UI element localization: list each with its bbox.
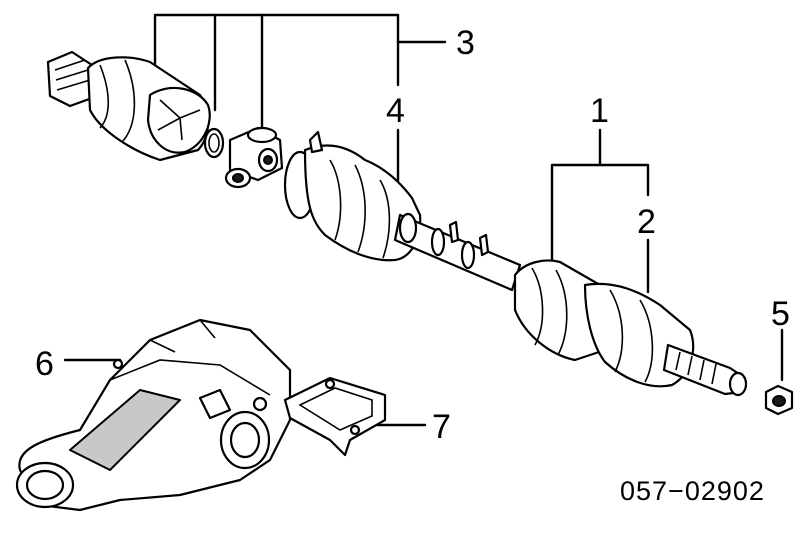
shaft-collar-b [430, 227, 446, 257]
boot-tab [308, 130, 324, 154]
housing-mouth [146, 86, 211, 154]
tripod-roller-top [246, 126, 278, 144]
callout-2: 2 [637, 203, 656, 241]
axle-shaft [393, 212, 522, 292]
outer-joint-assembly [513, 259, 748, 397]
leader-1-drop [598, 163, 650, 197]
callout-6: 6 [35, 345, 54, 383]
callout-4: 4 [386, 92, 405, 130]
boot-body [303, 144, 422, 262]
shaft-collar-c [460, 240, 476, 270]
inner-boot [283, 130, 422, 262]
callout-3: 3 [456, 24, 475, 62]
part-code: 057−02902 [620, 476, 765, 506]
callout-7: 7 [432, 408, 451, 446]
mount-bracket [283, 376, 387, 457]
shaft-body [393, 213, 522, 292]
callout-5: 5 [771, 295, 790, 333]
shaft-collar-a [398, 212, 418, 244]
stub-axle-end [728, 371, 748, 397]
leader-1-bracket [550, 128, 602, 264]
callout-1: 1 [590, 92, 609, 130]
bracket-plate [283, 376, 387, 457]
callout-labels: 3 4 1 2 5 6 7 057−02902 [35, 24, 790, 506]
housing-spline-stub [46, 50, 94, 108]
carrier-rib [69, 389, 181, 471]
differential-carrier [15, 318, 292, 512]
leader-3-bracket [153, 13, 400, 87]
snap-ring [203, 127, 225, 159]
inner-joint-housing [46, 50, 211, 162]
snap-ring-and-tripod [203, 126, 284, 189]
axle-nut [764, 384, 794, 416]
